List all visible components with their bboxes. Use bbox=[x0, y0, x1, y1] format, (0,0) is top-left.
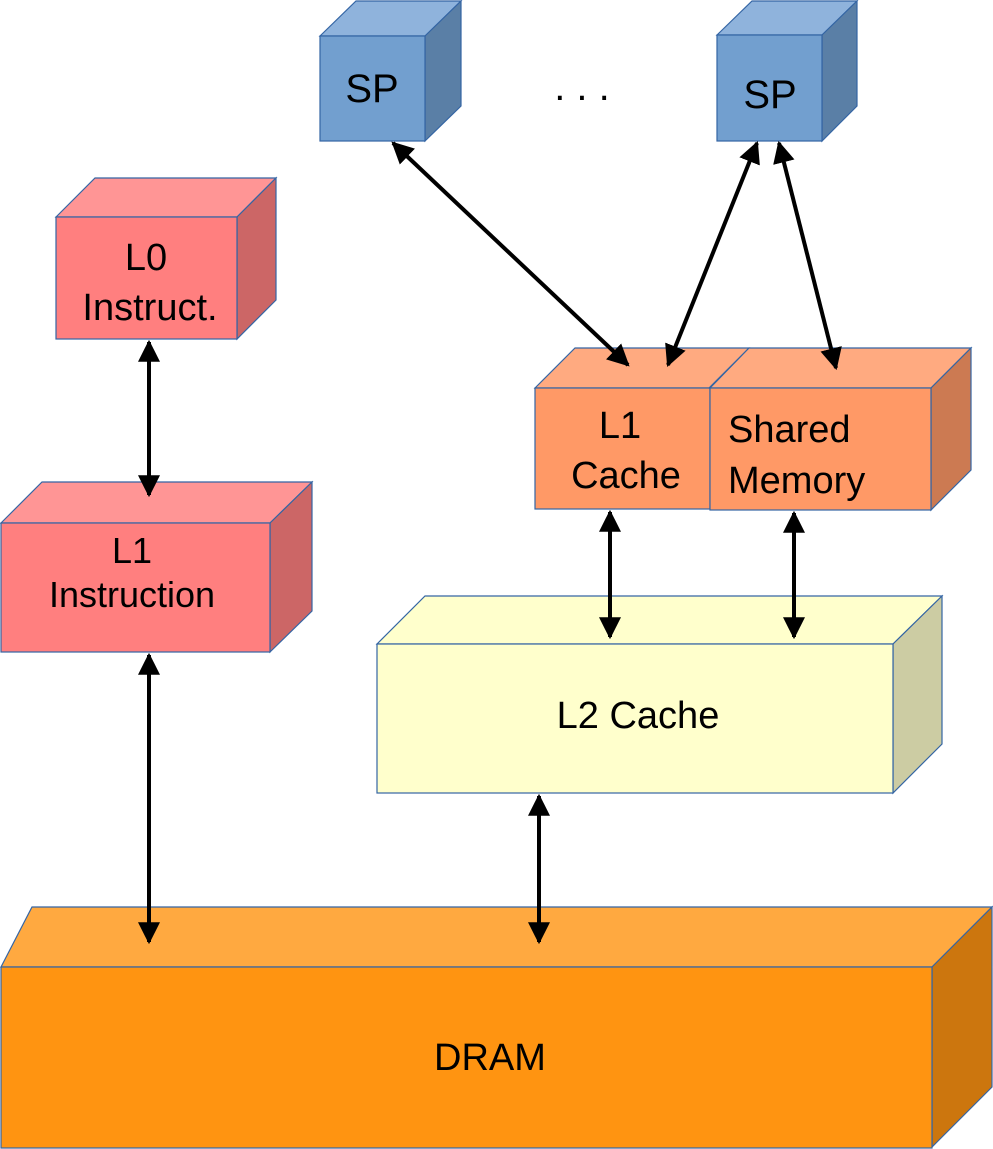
l2-cache-label: L2 Cache bbox=[557, 695, 720, 737]
arrow-sp1-l1-cache bbox=[391, 141, 630, 367]
l2-cache-box: L2 Cache bbox=[375, 594, 944, 795]
dram-front bbox=[0, 966, 933, 1149]
l1-instruction-label-line2: Instruction bbox=[49, 574, 215, 615]
sp-box-1-front bbox=[319, 35, 426, 142]
l0-instruct-label-line1: L0 bbox=[125, 237, 167, 279]
l0-instruct-front bbox=[55, 216, 238, 340]
dram-label: DRAM bbox=[434, 1037, 546, 1079]
sp-box-2: SP bbox=[715, 0, 859, 143]
shared-memory-label-line2: Memory bbox=[728, 460, 865, 502]
shared-memory-top bbox=[708, 347, 973, 389]
ellipsis: . . . bbox=[554, 65, 610, 109]
l2-cache-top bbox=[375, 595, 944, 645]
arrow-sp2-l1-cache bbox=[665, 140, 760, 368]
sp-box-1-label: SP bbox=[345, 67, 398, 111]
l1-instruction-box: L1 Instruction bbox=[0, 480, 314, 654]
sp-box-2-front bbox=[716, 34, 823, 142]
l1-instruction-top bbox=[0, 481, 314, 524]
l1-cache-front bbox=[534, 387, 711, 510]
shared-memory-label-line1: Shared bbox=[728, 409, 851, 451]
sp-box-2-label: SP bbox=[743, 73, 796, 117]
shared-memory-box: Shared Memory bbox=[708, 346, 973, 512]
l1-instruction-front bbox=[0, 522, 271, 653]
l0-instruct-label-line2: Instruct. bbox=[82, 287, 217, 329]
l0-instruct-box: L0 Instruct. bbox=[54, 176, 278, 341]
arrow-sp2-shared-memory bbox=[773, 140, 842, 371]
l1-instruction-label-line1: L1 bbox=[112, 530, 152, 571]
shared-memory-front bbox=[709, 387, 932, 511]
l1-cache-label-line2: Cache bbox=[571, 455, 681, 497]
sp-box-1: SP bbox=[318, 0, 463, 143]
dram-box: DRAM bbox=[0, 905, 993, 1149]
l2-cache-front bbox=[376, 643, 894, 794]
l1-cache-label-line1: L1 bbox=[599, 405, 641, 447]
